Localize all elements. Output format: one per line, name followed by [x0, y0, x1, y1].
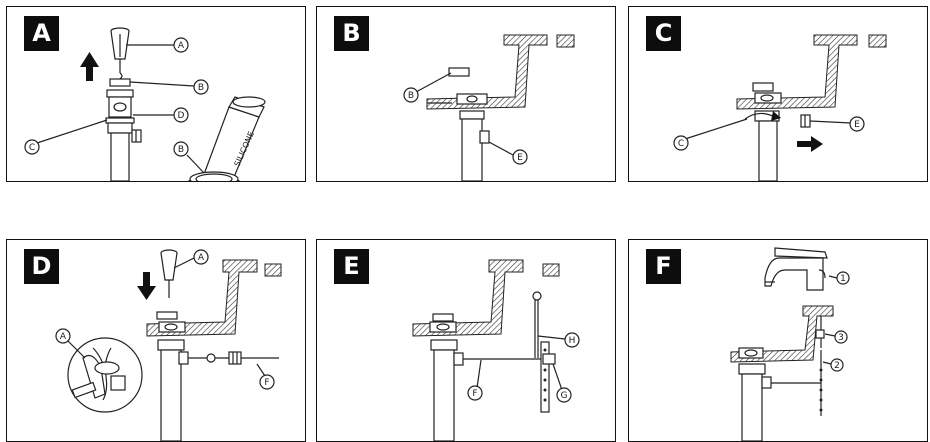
- panel-a: A: [6, 6, 306, 182]
- drain-body: [752, 82, 782, 181]
- detail-magnifier: [67, 337, 143, 413]
- clevis-strap: [540, 341, 556, 413]
- callout-b: B: [193, 79, 209, 95]
- panel-b: B B E: [316, 6, 616, 182]
- callout-c: C: [24, 139, 40, 155]
- step-label: A: [24, 16, 59, 51]
- step-label: E: [334, 249, 369, 284]
- callout-h: H: [564, 332, 580, 348]
- panel-e: E: [316, 239, 616, 442]
- gasket-ring: [187, 171, 241, 181]
- illustration-e: H F G: [412, 259, 580, 441]
- svg-text:F: F: [472, 389, 477, 399]
- step-label: B: [334, 16, 369, 51]
- basin-section: [730, 305, 834, 363]
- svg-text:3: 3: [838, 333, 844, 343]
- svg-text:B: B: [408, 91, 414, 101]
- illustration-c: C E: [673, 34, 887, 181]
- callout-b2: B: [173, 141, 189, 157]
- callout-b: B: [403, 87, 419, 103]
- right-arrow-icon: [797, 136, 823, 152]
- svg-text:C: C: [29, 143, 35, 153]
- drain-flange: [448, 67, 470, 77]
- lift-rod-nut: [815, 329, 825, 339]
- drain-body: [738, 347, 772, 441]
- basin-section: [426, 34, 575, 110]
- callout-2: 2: [830, 358, 844, 372]
- svg-text:F: F: [264, 378, 269, 388]
- basin-section: [412, 259, 560, 337]
- step-label: C: [646, 16, 681, 51]
- drain-body: [456, 93, 490, 181]
- panel-d: D: [6, 239, 306, 442]
- callout-e: E: [512, 149, 528, 165]
- callout-a: A: [173, 37, 189, 53]
- up-arrow-icon: [80, 52, 99, 81]
- callout-a-detail: A: [55, 328, 71, 344]
- svg-text:2: 2: [834, 361, 840, 371]
- pop-up-stopper: [160, 249, 178, 298]
- svg-text:A: A: [178, 41, 185, 51]
- svg-text:E: E: [517, 153, 523, 163]
- callout-f: F: [467, 385, 483, 401]
- callout-e: E: [849, 116, 865, 132]
- illustration-d: A A F: [55, 249, 282, 441]
- step-label: F: [646, 249, 681, 284]
- basin-section: [146, 259, 282, 337]
- svg-text:C: C: [678, 139, 684, 149]
- callout-a: A: [193, 249, 209, 265]
- svg-text:G: G: [561, 391, 568, 401]
- svg-text:H: H: [569, 336, 576, 346]
- illustration-a: SILICONE A B D C B: [24, 27, 266, 181]
- callout-d: D: [173, 107, 189, 123]
- down-arrow-icon: [137, 272, 156, 300]
- callout-3: 3: [834, 330, 848, 344]
- svg-text:D: D: [178, 111, 185, 121]
- faucet: [764, 247, 828, 291]
- callout-g: G: [556, 387, 572, 403]
- svg-text:B: B: [198, 83, 204, 93]
- svg-text:E: E: [854, 120, 860, 130]
- basin-section: [736, 34, 887, 110]
- drain-body: [429, 313, 464, 441]
- pop-up-stopper: [110, 27, 130, 80]
- panel-f: F: [628, 239, 928, 442]
- drain-body: [105, 89, 142, 181]
- callout-f: F: [259, 374, 275, 390]
- drain-flange: [109, 78, 131, 87]
- svg-text:1: 1: [840, 274, 846, 284]
- svg-text:A: A: [60, 332, 67, 342]
- lift-rod: [532, 291, 542, 358]
- pivot-rod: [188, 351, 279, 365]
- illustration-b: B E: [403, 34, 575, 181]
- svg-text:A: A: [198, 253, 205, 263]
- panel-c: C C E: [628, 6, 928, 182]
- drain-body: [156, 311, 189, 441]
- callout-c: C: [673, 135, 689, 151]
- illustration-f: 1 3 2: [730, 247, 850, 441]
- svg-text:B: B: [178, 145, 184, 155]
- callout-1: 1: [836, 271, 850, 285]
- silicone-tube: SILICONE: [202, 96, 266, 181]
- step-label: D: [24, 249, 59, 284]
